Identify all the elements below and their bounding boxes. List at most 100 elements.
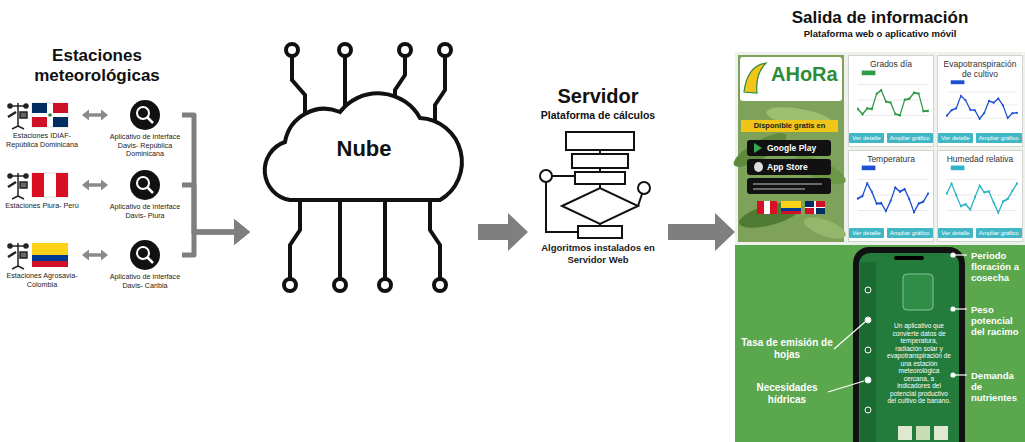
chart-point — [997, 97, 999, 99]
callout-label: Tasa de emisión de hojas — [739, 337, 835, 361]
chart-point — [857, 108, 859, 111]
chart-point — [1016, 112, 1018, 114]
chart-button: Ampliar gráfico — [976, 133, 1022, 143]
arrow-head — [234, 219, 250, 245]
grid-line — [858, 100, 928, 101]
chart-point — [1011, 190, 1013, 193]
flowchart-icon — [540, 132, 650, 238]
flag-peru — [32, 173, 68, 197]
station-icon — [8, 243, 28, 269]
station-icon — [8, 103, 28, 269]
panel-background — [735, 52, 1025, 245]
leader-line — [834, 322, 865, 349]
weather-station: Estaciones Agrosavia- Colombia — [2, 240, 82, 289]
chart-point — [913, 211, 915, 214]
arrow-head — [234, 219, 250, 245]
flowchart-icon — [575, 172, 625, 184]
flowchart-icon — [566, 132, 634, 150]
arrow-head — [234, 219, 250, 245]
flowchart-icon — [638, 182, 650, 194]
flag-peru — [32, 173, 68, 197]
flag-dominican-republic — [53, 117, 68, 127]
app-banner — [744, 63, 766, 93]
connector — [82, 250, 108, 261]
arrow-head — [715, 213, 735, 251]
chart-point — [946, 192, 948, 195]
flag-dominican-republic — [48, 113, 52, 117]
chart-button: Ampliar gráfico — [976, 228, 1022, 238]
chart-point — [955, 107, 957, 109]
chart-button: Ver detalle — [938, 133, 972, 143]
app-label: Aplicativo de interface Davis- República… — [108, 133, 182, 159]
chart-card: TemperaturaVer detalleAmpliar gráfico — [848, 150, 934, 242]
chart-point — [899, 114, 901, 117]
chart-point — [904, 188, 906, 191]
chart-card: Evapotranspiración de cultivoVer detalle… — [937, 55, 1023, 147]
grid-line — [858, 210, 928, 211]
chart-point — [1007, 117, 1009, 119]
grid-line — [858, 179, 928, 180]
chart-legend-bar — [862, 166, 876, 171]
availability-note: Disponible gratis en — [741, 120, 838, 132]
flowchart-icon — [578, 226, 622, 238]
chart-button: Ver detalle — [938, 228, 972, 238]
arrow-head — [82, 250, 89, 261]
chart-line — [858, 90, 928, 115]
button-row: Ver detalleAmpliar gráfico — [852, 228, 930, 238]
chart-point — [866, 107, 868, 110]
chart-point — [890, 101, 892, 104]
chart-point — [890, 199, 892, 202]
phone-body — [865, 347, 871, 353]
app-banner — [805, 208, 814, 214]
chart-point — [871, 108, 873, 111]
weather-station: Estaciones Piura- Perú — [2, 170, 82, 211]
panel-heading: Salida de informaciónPlataforma web o ap… — [735, 8, 1025, 40]
server-caption: Algoritmos instalados en Servidor Web — [528, 242, 668, 266]
chart-point — [979, 118, 981, 120]
leader-line — [951, 373, 955, 377]
circuit-pins — [339, 44, 351, 56]
app-icon — [130, 100, 160, 130]
app-banner — [805, 201, 814, 207]
chart-point — [997, 211, 999, 214]
phone-screen: Un aplicativo que convierte datos de tem… — [853, 247, 965, 442]
flag-colombia — [32, 261, 68, 267]
interface-app: Aplicativo de interface Davis- Caribia — [108, 240, 182, 290]
chart-point — [894, 186, 896, 189]
chart-point — [885, 100, 887, 103]
chart-point — [1007, 197, 1009, 200]
chart-point — [983, 112, 985, 114]
station-label: Estaciones IDIAF- República Dominicana — [2, 132, 82, 149]
connector — [82, 180, 108, 191]
chart-point — [880, 89, 882, 92]
connector — [82, 110, 108, 121]
app-icon — [130, 240, 160, 270]
chart-button: Ver detalle — [849, 133, 883, 143]
circuit-pins — [286, 44, 298, 56]
connector-line — [182, 115, 235, 232]
weather-station: Estaciones IDIAF- República Dominicana — [2, 100, 82, 149]
chart-point — [988, 190, 990, 193]
callout-label: Necesidades hídricas — [745, 382, 829, 406]
chart-legend-bar — [951, 166, 965, 171]
circuit-pins — [292, 56, 305, 115]
arrow-head — [101, 110, 108, 121]
chart-point — [880, 202, 882, 205]
chart-point — [857, 197, 859, 200]
chart-point — [974, 196, 976, 199]
flowchart-icon — [562, 188, 638, 224]
flag-dominican-republic — [32, 103, 47, 113]
connector — [478, 213, 528, 251]
flowchart-icon — [572, 154, 628, 168]
button-row: Ver detalleAmpliar gráfico — [852, 133, 930, 143]
chart-title: Humedad relativa — [941, 154, 1019, 164]
arrow-head — [101, 250, 108, 261]
chart-line — [947, 183, 1017, 212]
connector-line — [668, 224, 716, 240]
app-banner — [740, 57, 842, 101]
chart-legend-bar — [862, 71, 876, 76]
phone-body — [865, 317, 871, 323]
connector-line — [88, 183, 102, 187]
phone-body — [934, 426, 948, 440]
